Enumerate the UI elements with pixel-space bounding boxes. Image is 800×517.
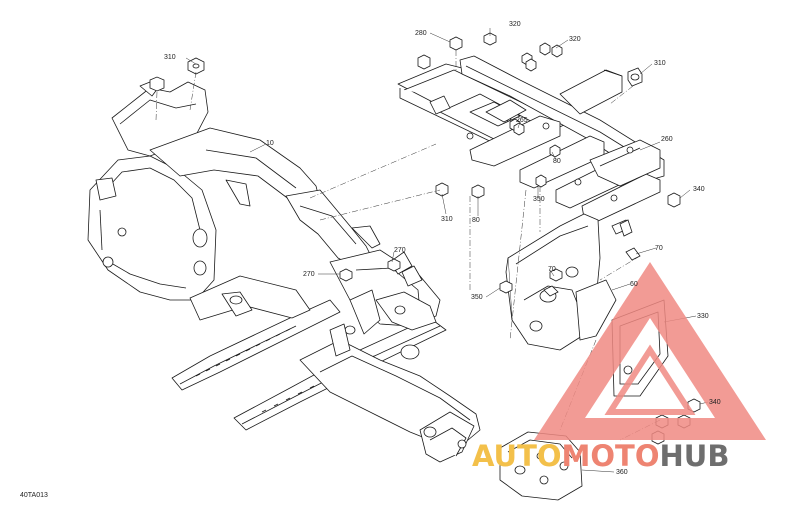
callout-label: 70: [655, 245, 663, 252]
figure-id-label: 40TA013: [20, 492, 48, 499]
callout-label: 340: [709, 399, 721, 406]
main-frame-drawing: [87, 81, 481, 463]
callout-label: 265: [516, 117, 528, 124]
callout-label: 310: [654, 60, 666, 67]
callout-label: 270: [394, 247, 406, 254]
watermark-inner-triangle-icon: [604, 344, 696, 415]
callout-label: 80: [553, 158, 561, 165]
callout-label: 350: [533, 196, 545, 203]
callout-label: 260: [661, 136, 673, 143]
callout-label: 280: [415, 30, 427, 37]
watermark-hub: HUB: [660, 439, 730, 473]
callout-label: 320: [509, 21, 521, 28]
callout-label: 60: [630, 281, 638, 288]
watermark-triangle-icon: [534, 262, 766, 440]
callout-label: 80: [472, 217, 480, 224]
callout-label: 270: [303, 271, 315, 278]
callout-label: 320: [569, 36, 581, 43]
callout-label: 310: [164, 54, 176, 61]
callout-label: 310: [441, 216, 453, 223]
side-bracket-drawing: [499, 213, 669, 501]
callout-label: 340: [693, 186, 705, 193]
callout-label: 10: [266, 140, 274, 147]
watermark-moto: MOTO: [562, 439, 660, 473]
callout-labels: 310 10 280 320 320 310 265 260 80 340 31…: [164, 21, 721, 476]
callout-label: 330: [697, 313, 709, 320]
callout-label: 350: [471, 294, 483, 301]
callout-label: 70: [548, 266, 556, 273]
callout-label: 360: [616, 469, 628, 476]
watermark: AUTOMOTOHUB: [472, 262, 766, 473]
svg-text:AUTOMOTOHUB: AUTOMOTOHUB: [472, 439, 729, 473]
rear-subframe-drawing: [397, 55, 665, 223]
watermark-auto: AUTO: [472, 439, 562, 473]
